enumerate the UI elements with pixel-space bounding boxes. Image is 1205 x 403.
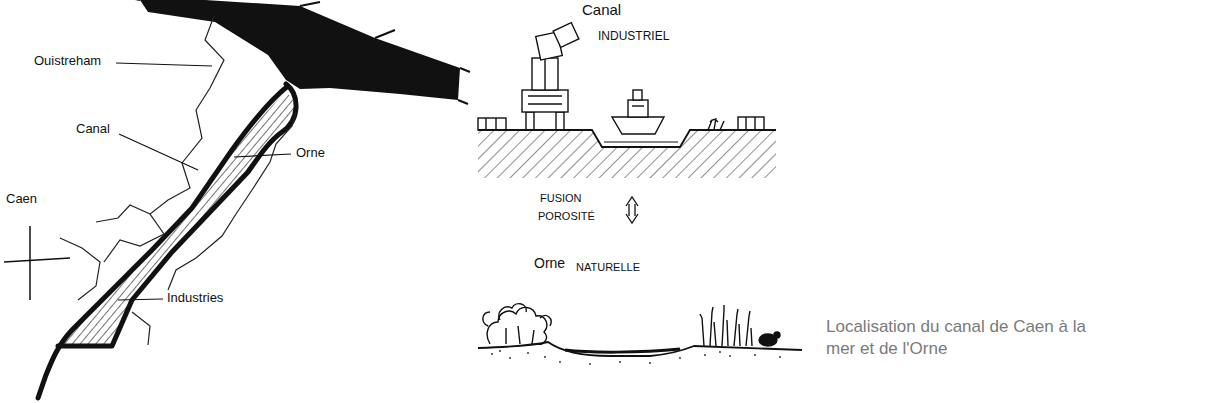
leader-line [116,63,291,300]
double-arrow [626,197,638,223]
handwritten-label: NATURELLE [576,261,640,273]
sea-hatching [130,0,470,104]
ground-hatching [478,131,776,178]
handwritten-label: FUSION [540,192,582,204]
industrial-canal-section [478,23,776,147]
caen-marker [4,226,70,300]
handwritten-label: Ouistreham [34,54,101,68]
handwritten-label: Caen [6,192,37,206]
handwritten-label: INDUSTRIEL [598,30,669,43]
canal-line [38,86,288,398]
handwritten-label: Industries [167,291,223,305]
orne-river-line [58,84,296,346]
handwritten-label: Canal [582,2,621,19]
handwritten-label: Orne [534,256,565,271]
handwritten-label: Orne [296,146,325,160]
handwritten-label: Canal [76,122,110,136]
figure-caption: Localisation du canal de Caen à la mer e… [826,316,1096,360]
handwritten-label: POROSITÉ [538,210,595,222]
natural-river-section [478,304,802,365]
